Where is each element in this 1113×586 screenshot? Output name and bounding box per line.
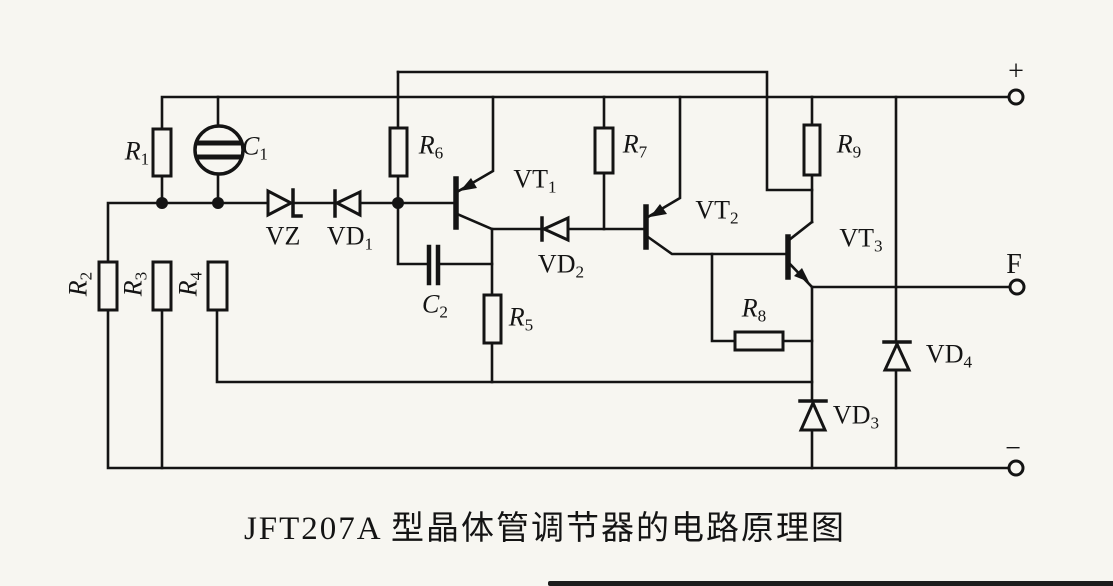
label-r2: R2 [63,271,96,297]
scan-edge-artifact [548,581,1113,586]
resistor-r4 [206,260,229,312]
diode-vd1 [333,189,362,218]
wire-minus-rail [106,308,1011,470]
label-c2: C2 [422,289,448,322]
wire-r9-vt3 [787,95,814,242]
junction-dot [212,197,224,209]
terminal-field-label: F [1006,249,1022,280]
diode-vd2 [540,215,570,243]
terminal-plus [1007,88,1025,106]
label-vt3: VT3 [839,223,883,256]
junction-dot [392,197,404,209]
junction-dot [156,197,168,209]
wire-plus-rail [160,95,1011,132]
label-r8: R8 [741,293,767,326]
wire-vd2-vt2 [566,95,647,231]
label-r6: R6 [418,130,444,163]
resistor-r9 [802,123,822,177]
label-c1: C1 [242,131,268,164]
wire-c2 [396,201,494,266]
label-vt1: VT1 [513,164,557,197]
label-vz: VZ [265,221,301,251]
resistor-r3 [151,260,173,312]
label-vd1: VD1 [326,221,374,254]
capacitor-c2 [426,244,441,286]
terminal-plus-label: + [1008,56,1024,87]
diode-vd4 [882,340,912,372]
figure-caption: JFT207A 型晶体管调节器的电路原理图 [243,511,847,547]
label-vd3: VD3 [832,400,880,433]
resistor-r8 [733,330,785,352]
label-r1: R1 [124,136,150,169]
capacitor-c1 [193,124,245,176]
terminal-minus-label: − [1005,433,1021,464]
label-vd2: VD2 [537,249,585,282]
diode-vd3 [798,399,828,432]
label-vd4: VD4 [925,339,973,372]
resistor-r2 [97,260,119,312]
zener-vz [266,188,303,218]
wire-mid-line [215,308,814,384]
label-vt2: VT2 [695,195,739,228]
resistor-r7 [593,126,615,175]
label-r5: R5 [508,302,534,335]
label-r7: R7 [622,129,648,162]
label-r9: R9 [836,129,862,162]
vt1-emitter-arrow-icon [460,178,477,191]
label-r4: R4 [173,271,206,297]
resistor-r6 [388,126,409,178]
wire-feedback-rail [396,70,814,192]
label-r3: R3 [118,271,151,297]
vt2-emitter-arrow-icon [650,204,667,217]
resistor-r1 [151,127,173,178]
resistor-r5 [482,293,503,345]
terminal-field [1008,278,1026,296]
vt3-emitter-arrow-icon [794,268,809,282]
terminal-minus [1007,459,1025,477]
